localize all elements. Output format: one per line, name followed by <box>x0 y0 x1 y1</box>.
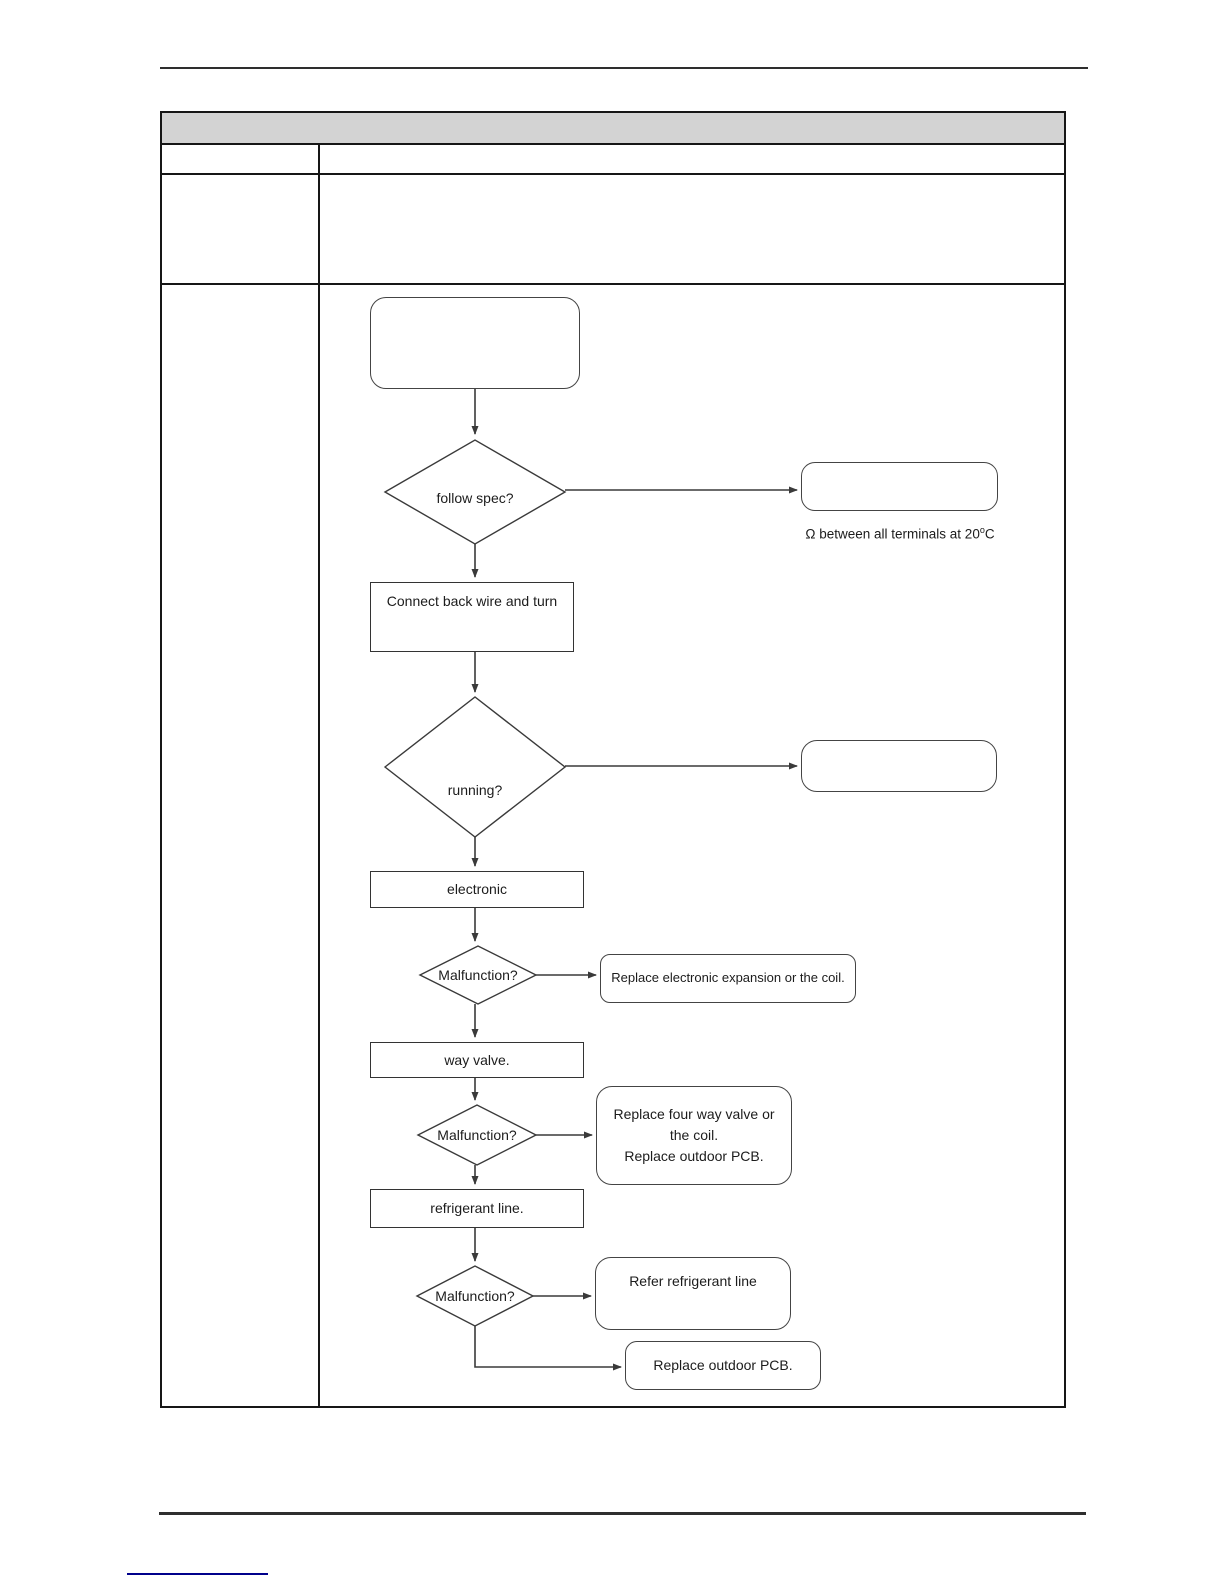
table-cell-label <box>162 145 320 173</box>
table-row <box>162 145 1064 175</box>
result-box-1 <box>801 462 998 511</box>
table-header-band <box>162 113 1064 145</box>
diamond-running <box>383 696 567 838</box>
omega-note-suffix: C <box>984 526 995 542</box>
omega-note-prefix: Ω between all terminals at 20 <box>805 526 980 542</box>
decision-follow-spec-label: follow spec? <box>436 490 514 506</box>
bottom-rule <box>159 1512 1086 1515</box>
top-rule <box>160 67 1088 69</box>
table-cell-label <box>162 285 320 1406</box>
omega-note-degree: o <box>979 525 985 535</box>
process-way-valve: way valve. <box>370 1042 584 1078</box>
start-box <box>370 297 580 389</box>
omega-note: Ω between all terminals at 20oC <box>759 525 1041 542</box>
footer-link[interactable] <box>127 1573 268 1575</box>
action-replace-expansion: Replace electronic expansion or the coil… <box>600 954 856 1003</box>
table-cell-label <box>162 175 320 283</box>
table-cell-value <box>320 175 1064 283</box>
decision-running-label: running? <box>447 782 503 798</box>
table-row <box>162 175 1064 285</box>
decision-malfunction-3-label: Malfunction? <box>435 1288 515 1304</box>
process-connect-wire: Connect back wire and turn <box>370 582 574 652</box>
action-replace-outdoor-pcb: Replace outdoor PCB. <box>625 1341 821 1390</box>
decision-malfunction-1-label: Malfunction? <box>438 967 518 983</box>
action-replace-four-way-valve: Replace four way valve or the coil. Repl… <box>596 1086 792 1185</box>
flowchart-connectors <box>383 389 798 1371</box>
diamond-malfunction-1 <box>418 945 538 1005</box>
action-refer-refrigerant-line: Refer refrigerant line <box>595 1257 791 1330</box>
process-electronic: electronic <box>370 871 584 908</box>
troubleshooting-table: follow spec? Ω between all terminals at … <box>160 111 1066 1408</box>
diamond-malfunction-2 <box>416 1104 538 1166</box>
table-row-flowchart: follow spec? Ω between all terminals at … <box>162 285 1064 1406</box>
diamond-follow-spec <box>383 439 567 545</box>
table-cell-value <box>320 145 1064 173</box>
arrow-malfunction3-to-action4 <box>474 1326 622 1371</box>
process-refrigerant-line: refrigerant line. <box>370 1189 584 1228</box>
decision-malfunction-2-label: Malfunction? <box>437 1127 517 1143</box>
diamond-malfunction-3 <box>415 1265 535 1327</box>
flowchart-area: follow spec? Ω between all terminals at … <box>320 285 1064 1406</box>
result-box-2 <box>801 740 997 792</box>
